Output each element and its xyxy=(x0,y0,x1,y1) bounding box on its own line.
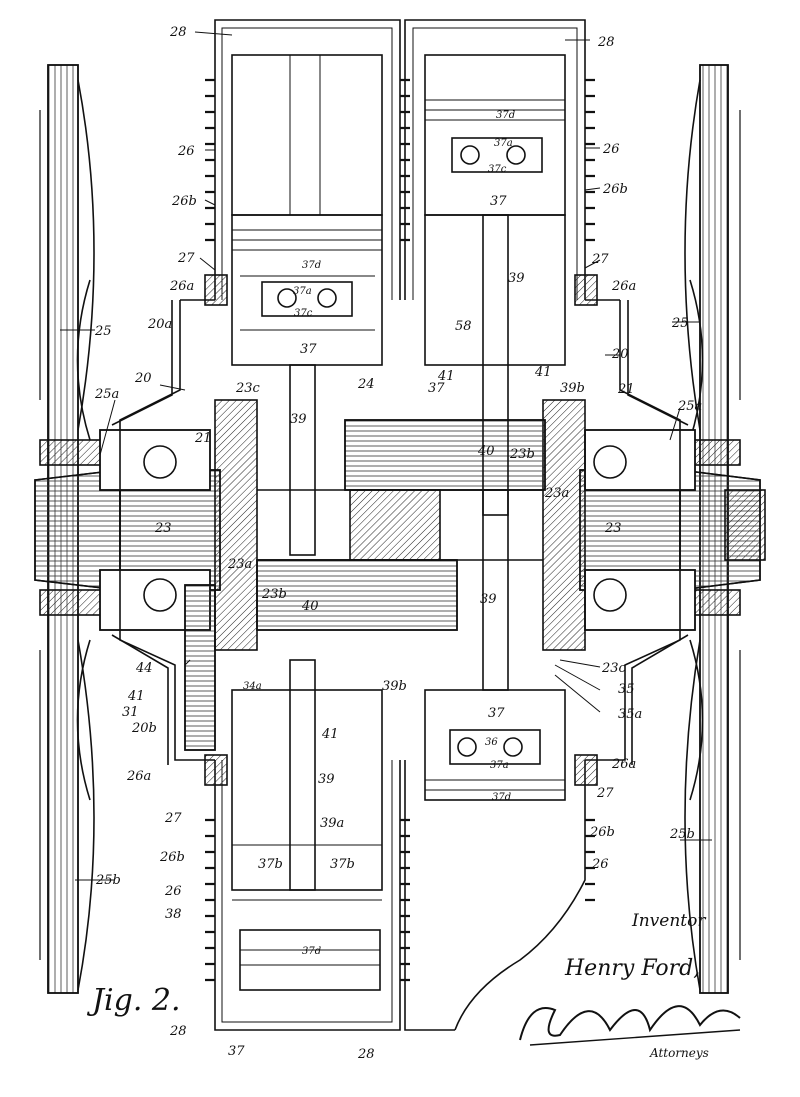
label-35: 35 xyxy=(618,682,635,697)
label-37-small: 37 xyxy=(428,381,445,396)
label-26a-lr: 26a xyxy=(611,757,636,772)
label-37c-ul: 37c xyxy=(294,308,313,319)
inventor-name: Henry Ford, xyxy=(564,956,700,981)
cylinder-lower-left xyxy=(214,659,401,1031)
label-37d-ul: 37d xyxy=(302,260,321,271)
label-23b-top: 23b xyxy=(509,447,535,462)
label-44: 44 xyxy=(135,661,153,676)
label-28-top-right: 28 xyxy=(597,35,615,50)
label-37-lower-right: 37 xyxy=(488,706,505,721)
label-34a: 34a xyxy=(243,681,262,692)
crank-webs xyxy=(214,399,586,651)
label-40-top: 40 xyxy=(477,444,495,459)
label-37d-lr: 37d xyxy=(492,792,511,803)
label-23a-right: 23a xyxy=(544,486,569,501)
label-28-top-left: 28 xyxy=(169,25,187,40)
label-37d-ll: 37d xyxy=(302,946,321,957)
figure-label: Jig. 2. xyxy=(86,983,181,1018)
label-23c-bottom: 23c xyxy=(601,661,627,676)
label-25a-left: 25a xyxy=(94,387,119,402)
leader-lines xyxy=(60,31,712,881)
label-26b-ll: 26b xyxy=(159,850,185,865)
label-58: 58 xyxy=(455,319,472,334)
label-25a-right: 25a xyxy=(677,399,702,414)
label-39a: 39a xyxy=(320,816,344,831)
label-37d-ur: 37d xyxy=(496,110,515,121)
attorney-signature xyxy=(519,1005,741,1046)
label-26a-ll: 26a xyxy=(126,769,151,784)
label-25-left: 25 xyxy=(94,324,112,339)
label-23-left: 23 xyxy=(154,521,172,536)
label-41-top-right: 41 xyxy=(534,365,552,380)
crankcase xyxy=(111,299,689,765)
gear xyxy=(184,584,216,751)
label-23a-left: 23a xyxy=(227,557,252,572)
label-39-upper-left: 39 xyxy=(290,412,307,427)
label-39-mid: 39 xyxy=(480,592,497,607)
label-39b-bottom: 39b xyxy=(382,679,407,694)
label-37a-ur: 37a xyxy=(494,138,513,149)
label-26b-ul: 26b xyxy=(171,194,197,209)
label-27-ll: 27 xyxy=(164,811,182,826)
label-26a-ul: 26a xyxy=(169,279,194,294)
label-26-ur: 26 xyxy=(602,142,620,157)
attorneys-label: Attorneys xyxy=(649,1046,709,1060)
label-40-bottom: 40 xyxy=(301,599,319,614)
label-26b-ur: 26b xyxy=(602,182,628,197)
label-27-lr: 27 xyxy=(596,786,614,801)
cylinder-flanges xyxy=(204,274,598,786)
label-20a: 20a xyxy=(147,317,172,332)
ball-bearings xyxy=(99,429,696,631)
label-37b-right: 37b xyxy=(330,857,355,872)
label-41-left: 41 xyxy=(127,689,145,704)
label-20b: 20b xyxy=(131,721,157,736)
label-24: 24 xyxy=(357,377,375,392)
label-39-upper-right: 39 xyxy=(508,271,525,286)
reference-numerals: 28 28 26 26 26b 26b 27 27 26a 26a 25 25 … xyxy=(94,25,702,1062)
label-26-lr: 26 xyxy=(591,857,609,872)
label-25b-left: 25b xyxy=(95,873,121,888)
label-26-ul: 26 xyxy=(177,144,195,159)
label-36: 36 xyxy=(485,737,498,748)
cooling-fins xyxy=(205,78,595,982)
label-31: 31 xyxy=(122,705,139,720)
label-23-right: 23 xyxy=(604,521,622,536)
label-37b-left: 37b xyxy=(258,857,283,872)
label-37-ul: 37 xyxy=(300,342,317,357)
label-23b-left: 23b xyxy=(261,587,287,602)
label-25-right: 25 xyxy=(671,316,689,331)
label-41-bottom: 41 xyxy=(321,727,339,742)
label-37a-lr: 37a xyxy=(490,760,509,771)
label-26-ll: 26 xyxy=(164,884,182,899)
label-21-left: 21 xyxy=(194,431,212,446)
label-38: 38 xyxy=(165,907,182,922)
label-26a-ur: 26a xyxy=(611,279,636,294)
label-37-ll-bottom: 37 xyxy=(228,1044,245,1059)
label-39b-top: 39b xyxy=(560,381,585,396)
label-37c-ur: 37c xyxy=(488,164,507,175)
label-35a: 35a xyxy=(618,707,642,722)
label-20-right: 20 xyxy=(611,347,629,362)
label-37a-ul: 37a xyxy=(293,286,312,297)
label-41-top: 41 xyxy=(437,369,455,384)
cylinder-lower-right xyxy=(404,489,586,1031)
label-27-ul: 27 xyxy=(177,251,195,266)
label-37-ur: 37 xyxy=(490,194,507,209)
label-27-ur: 27 xyxy=(591,252,609,267)
label-28-bottom-left: 28 xyxy=(169,1024,187,1039)
label-23c-top: 23c xyxy=(235,381,261,396)
label-21-right: 21 xyxy=(617,382,635,397)
label-20-left: 20 xyxy=(134,371,152,386)
label-28-bottom-right: 28 xyxy=(357,1047,375,1062)
cylinder-upper-left xyxy=(214,19,401,556)
label-25b-right: 25b xyxy=(669,827,695,842)
label-26b-lr: 26b xyxy=(589,825,615,840)
cylinder-upper-right xyxy=(404,19,586,516)
inventor-heading: Inventor xyxy=(631,911,706,931)
label-39-lower: 39 xyxy=(318,772,335,787)
